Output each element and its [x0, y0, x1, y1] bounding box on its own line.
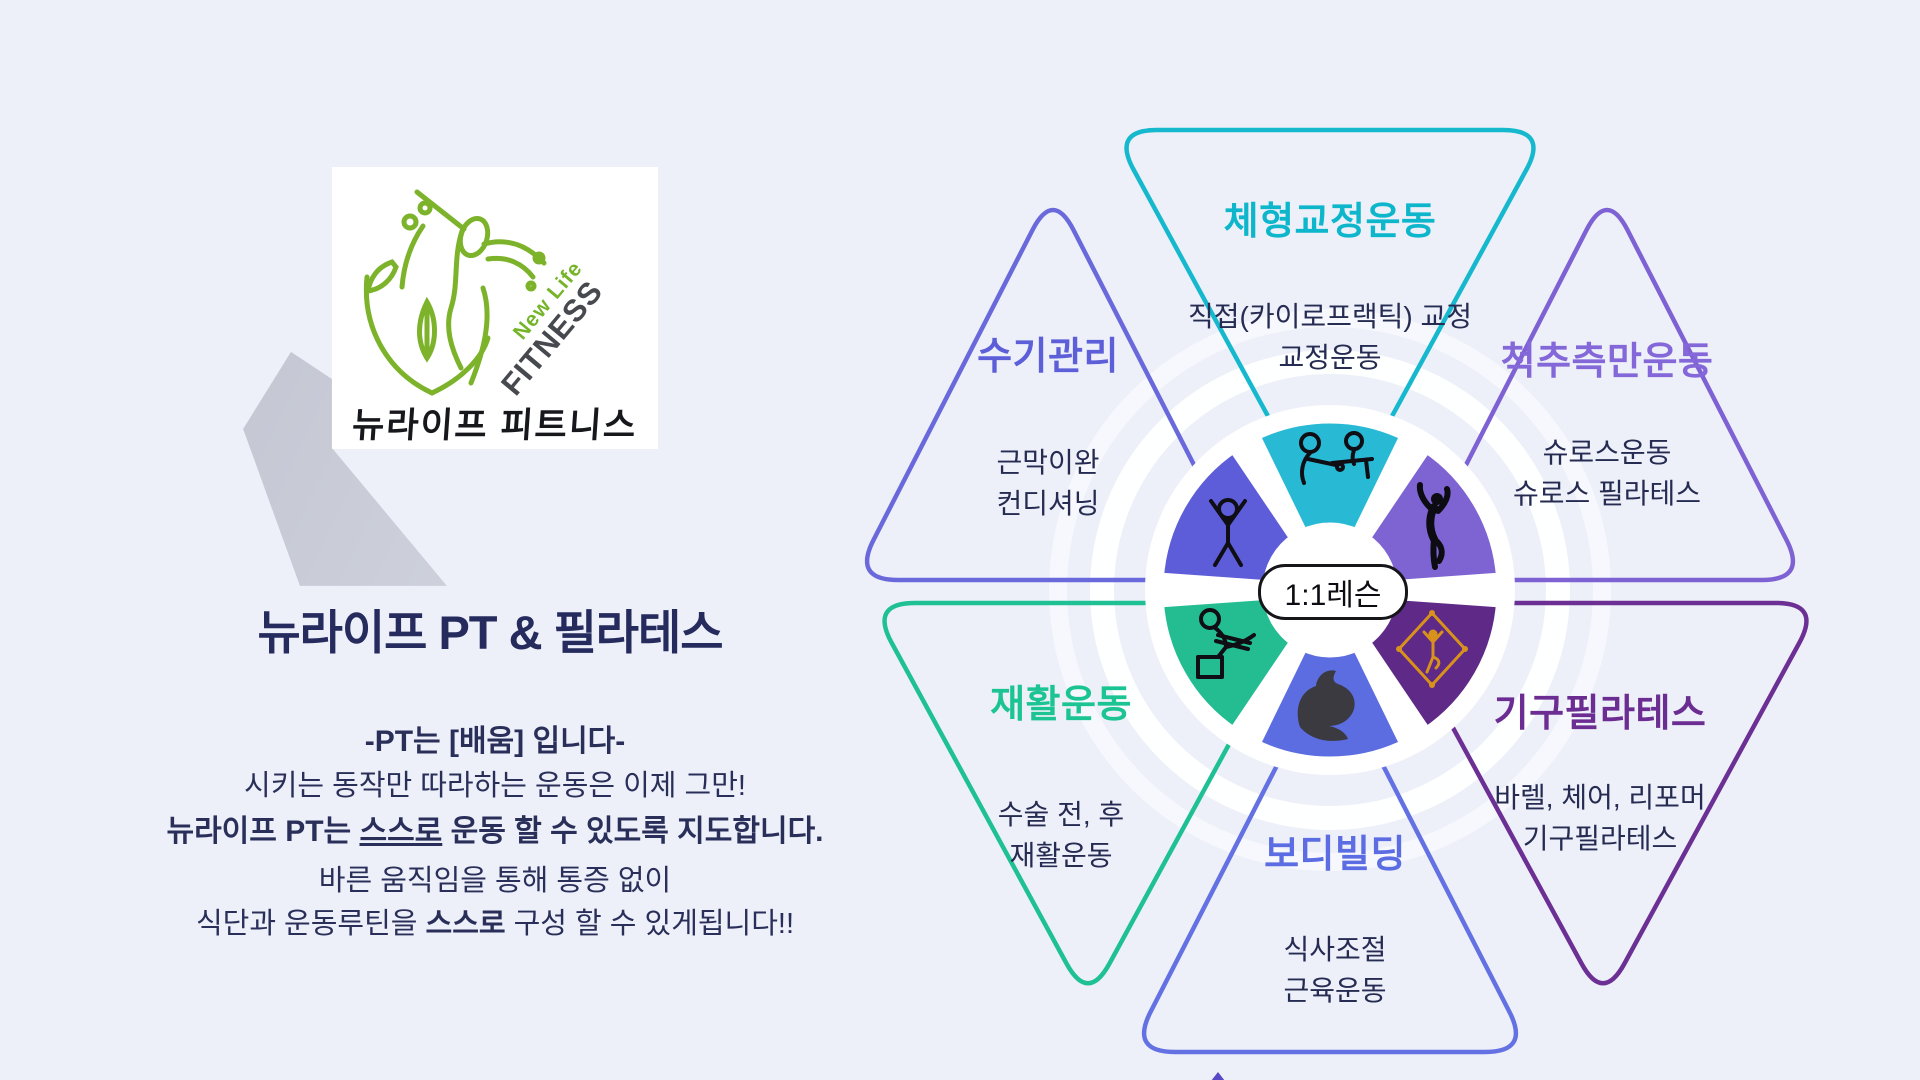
section-desc-manual-therapy: 근막이완 컨디셔닝	[838, 443, 1258, 524]
petal-posture-correction	[1249, 412, 1411, 540]
desc-line: 슈로스운동	[1542, 437, 1672, 468]
section-title-posture-correction: 체형교정운동	[1223, 201, 1437, 243]
section-title-equipment-pilates: 기구필라테스	[1493, 693, 1707, 735]
desc-line: 근육운동	[1283, 974, 1387, 1006]
section-title-manual-therapy: 수기관리	[977, 336, 1119, 378]
intro-line-3-pre: 뉴라이프 PT는	[166, 815, 360, 848]
newlife-logo-icon	[363, 189, 547, 396]
section-desc-posture-correction: 직접(카이로프랙틱) 교정 교정운동	[1120, 297, 1540, 378]
desc-line: 슈로스 필라테스	[1512, 477, 1702, 509]
intro-line-3: 뉴라이프 PT는 스스로 운동 할 수 있도록 지도합니다.	[110, 806, 880, 850]
intro-line-3-underlined: 스스로	[359, 815, 443, 848]
section-desc-rehab-exercise: 수술 전, 후 재활운동	[851, 795, 1271, 876]
desc-line: 기구필라테스	[1522, 822, 1678, 854]
desc-line: 컨디셔닝	[996, 487, 1100, 519]
intro-line-5-pre: 식단과 운동루틴을	[195, 908, 426, 940]
intro-line-4: 바른 움직임을 통해 통증 없이	[318, 865, 672, 897]
section-desc-scoliosis-exercise: 슈로스운동 슈로스 필라테스	[1397, 433, 1817, 514]
desc-line: 근막이완	[996, 447, 1100, 478]
page-title: 뉴라이프 PT & 필라테스	[257, 606, 723, 659]
intro-line-5: 식단과 운동루틴을 스스로 구성 할 수 있게됩니다!!	[110, 900, 880, 942]
inner-ring	[1090, 350, 1570, 830]
up-arrow-decoration	[1203, 1072, 1233, 1080]
section-title-rehab-exercise: 재활운동	[990, 684, 1132, 726]
desc-line: 수술 전, 후	[997, 799, 1125, 830]
section-desc-bodybuilding: 식사조절 근육운동	[1125, 930, 1545, 1011]
dancer-icon	[1416, 482, 1451, 570]
section-title-bodybuilding: 보디빌딩	[1264, 834, 1406, 876]
center-lesson-badge: 1:1레슨	[1258, 564, 1408, 620]
desc-line: 식사조절	[1283, 934, 1387, 965]
intro-line-5-bold: 스스로	[425, 908, 506, 940]
logo-korean-name: 뉴라이프 피트니스	[350, 406, 639, 445]
desc-line: 재활운동	[1009, 839, 1113, 871]
biceps-icon	[1297, 670, 1355, 741]
chiropractic-icon	[1299, 431, 1374, 485]
intro-line-2: 시키는 동작만 따라하는 운동은 이제 그만!	[244, 770, 746, 802]
desc-line: 직접(카이로프랙틱) 교정	[1187, 301, 1473, 332]
yoga-frame-icon	[1396, 610, 1468, 688]
intro-line-5-post: 구성 할 수 있게됩니다!!	[505, 908, 795, 940]
seated-stretch-icon	[1196, 608, 1256, 679]
desc-line: 바렐, 체어, 리포머	[1494, 782, 1706, 813]
assisted-stretch-icon	[1209, 498, 1247, 567]
section-desc-equipment-pilates: 바렐, 체어, 리포머 기구필라테스	[1390, 778, 1810, 859]
intro-line-3-post: 운동 할 수 있도록 지도합니다.	[442, 815, 824, 848]
intro-line-1: -PT는 [배움] 입니다-	[364, 725, 626, 758]
logo-card: New Life FITNESS 뉴라이프 피트니스	[332, 167, 658, 449]
section-title-scoliosis-exercise: 척추측만운동	[1500, 341, 1714, 383]
petal-equipment-pilates	[1359, 588, 1508, 739]
outer-ring	[1049, 309, 1611, 871]
desc-line: 교정운동	[1278, 341, 1382, 373]
